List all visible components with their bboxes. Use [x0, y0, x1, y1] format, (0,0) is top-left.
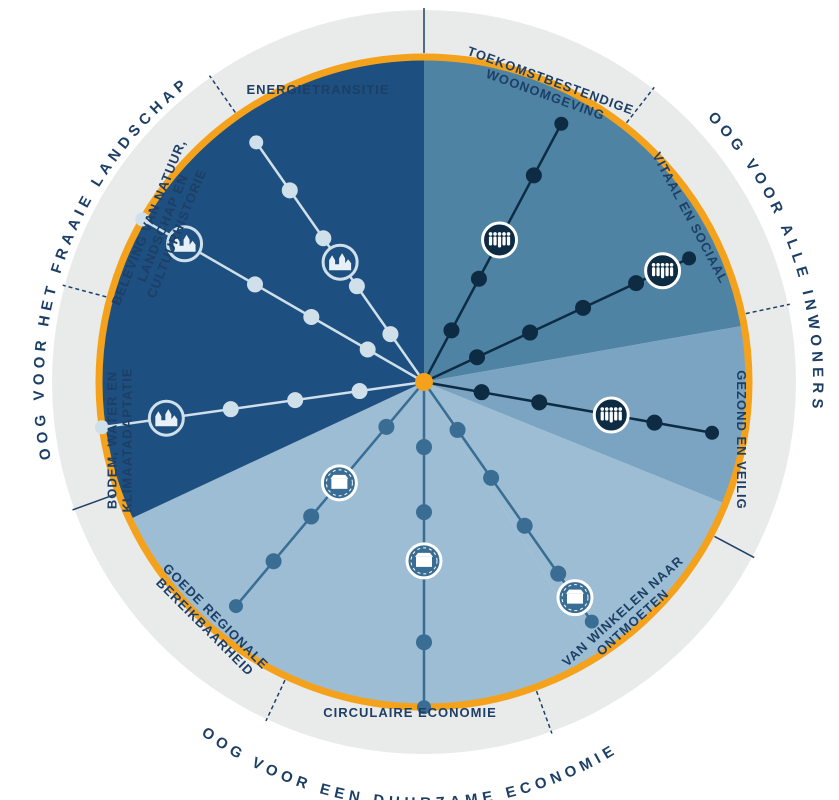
sector-1 — [424, 325, 749, 504]
spoke-dot — [135, 212, 150, 227]
spoke-dot — [416, 634, 432, 651]
divider-8 — [208, 75, 236, 113]
spoke-dot — [575, 299, 592, 316]
spoke-dot — [281, 182, 298, 199]
spoke-dot — [525, 167, 542, 184]
spoke-dot — [416, 504, 432, 521]
spoke-6 — [228, 381, 425, 614]
spokes — [94, 116, 720, 715]
divider-2 — [745, 303, 790, 315]
spoke-dot — [469, 349, 486, 366]
sector-2 — [424, 382, 726, 658]
spoke-0 — [249, 135, 426, 383]
spoke-dot — [516, 517, 533, 534]
spoke-dot — [646, 414, 663, 431]
divider-1 — [625, 86, 655, 124]
spoke-dot — [554, 116, 569, 131]
spoke-dot — [303, 308, 320, 325]
segment-dividers — [62, 8, 790, 734]
spoke-dot — [249, 135, 264, 150]
shop-cycle-icon — [405, 542, 443, 580]
spoke-dot — [628, 275, 645, 292]
spoke-dot — [449, 421, 466, 438]
people-icon — [644, 252, 682, 290]
spoke-dot — [348, 278, 365, 295]
spoke-dot — [416, 439, 432, 456]
spoke-dot — [682, 251, 697, 266]
divider-6 — [72, 493, 116, 511]
spoke-3 — [423, 380, 720, 440]
spoke-dot — [443, 322, 460, 339]
spoke-dot — [522, 324, 539, 341]
center-dot — [415, 373, 433, 391]
spoke-dot — [550, 565, 567, 582]
segment-label-0: ENERGIETRANSITIE — [246, 82, 389, 97]
sector-0 — [424, 57, 745, 382]
spoke-dot — [483, 469, 500, 486]
sector-3 — [129, 382, 597, 708]
spoke-dot — [303, 508, 320, 525]
spoke-line — [423, 257, 690, 384]
spoke-dot — [351, 383, 368, 400]
spoke-dot — [417, 700, 431, 715]
spoke-dot — [359, 341, 376, 358]
spoke-dot — [287, 392, 304, 409]
landscape-icon — [147, 399, 185, 437]
segment-label-5: CIRCULAIRE ECONOMIE — [323, 705, 497, 720]
spoke-dot — [382, 326, 399, 343]
spoke-dot — [705, 425, 720, 440]
spoke-7 — [94, 380, 425, 437]
landscape-icon — [166, 225, 204, 263]
spoke-dot — [378, 418, 395, 435]
spoke-dot — [246, 276, 263, 293]
spoke-4 — [422, 381, 599, 629]
spoke-dot — [584, 614, 599, 629]
spoke-dot — [315, 230, 332, 247]
spoke-line — [422, 381, 593, 623]
spoke-8 — [135, 212, 425, 384]
segment-label-3: GEZOND EN VEILIG — [734, 370, 749, 510]
segment-label-7: BODEM, WATER ENKLIMAATADAPTATIE — [105, 367, 135, 512]
spoke-2 — [423, 251, 697, 384]
divider-7 — [62, 284, 107, 298]
spoke-dot — [531, 394, 548, 411]
spoke-dot — [265, 553, 282, 570]
spoke-dot — [470, 270, 487, 287]
divider-4 — [535, 690, 553, 734]
spoke-dot — [222, 401, 239, 418]
spoke-5 — [405, 382, 443, 715]
shop-cycle-icon — [556, 579, 594, 617]
spoke-dot — [228, 599, 243, 614]
spoke-line — [423, 380, 713, 435]
spoke-dot — [94, 420, 109, 435]
shop-cycle-icon — [320, 464, 358, 502]
landscape-icon — [321, 243, 359, 281]
spoke-1 — [422, 116, 569, 383]
spoke-dot — [473, 384, 490, 401]
people-icon — [481, 221, 519, 259]
divider-3 — [714, 535, 755, 559]
divider-5 — [265, 679, 286, 722]
people-icon — [592, 396, 630, 434]
